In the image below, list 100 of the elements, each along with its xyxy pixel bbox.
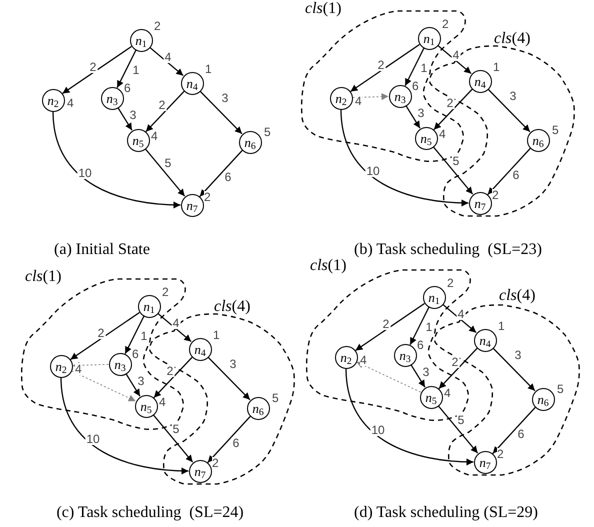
edge-label: 3 <box>514 349 522 361</box>
arrow <box>352 93 389 100</box>
edge-label: 4 <box>452 49 460 61</box>
edge-label: 4 <box>172 317 180 329</box>
edge-label: 5 <box>164 157 172 169</box>
edge-label: 10 <box>85 433 101 445</box>
arrow <box>340 109 469 206</box>
arrow <box>345 368 474 466</box>
edge-label: 6 <box>512 169 520 181</box>
weight-label: 2 <box>154 20 161 32</box>
node-name: n$_{7}$ <box>194 464 206 478</box>
node-name: n$_{3}$ <box>106 92 118 104</box>
edge-label: 6 <box>516 428 526 440</box>
edge-label: 10 <box>370 424 386 436</box>
edge-label: 3 <box>228 358 238 370</box>
panel-caption: (b) Task scheduling (SL=23) <box>354 242 542 258</box>
node-name: n$_{1}$ <box>135 34 147 46</box>
weight-label: 4 <box>67 97 74 109</box>
node-name: n$_{3}$ <box>394 90 406 102</box>
weight-label: 4 <box>444 387 451 399</box>
arrow <box>72 362 109 369</box>
arrow <box>438 348 478 390</box>
arrow <box>433 88 473 130</box>
arrow <box>404 48 424 86</box>
node-name: n$_{7}$ <box>186 198 198 212</box>
arrow <box>207 416 251 463</box>
edge-label: 5 <box>172 423 180 435</box>
weight-label: 4 <box>355 95 362 107</box>
weight-label: 1 <box>493 61 500 73</box>
arrow <box>199 150 243 197</box>
arrow <box>355 302 425 352</box>
edge-label: 3 <box>220 92 230 104</box>
edge-label: 4 <box>164 51 172 63</box>
edge-label: 3 <box>136 375 146 387</box>
node-name: n$_{4}$ <box>474 74 486 88</box>
node-name: n$_{3}$ <box>399 348 411 362</box>
edge-label: 2 <box>382 318 390 330</box>
cluster-label: cls(4) <box>499 288 536 304</box>
arrow <box>437 44 472 74</box>
node-name: n$_{2}$ <box>340 350 352 364</box>
node-name: n$_{1}$ <box>423 32 435 44</box>
node-name: n$_{6}$ <box>537 392 549 406</box>
cluster-label: cls(1) <box>25 269 62 285</box>
edge-label: 2 <box>450 356 460 368</box>
node-name: n$_{1}$ <box>428 290 440 304</box>
arrow <box>153 356 193 398</box>
arrow <box>157 312 192 342</box>
arrow <box>488 88 530 132</box>
node-name: n$_{4}$ <box>194 342 206 356</box>
arrow <box>144 148 186 197</box>
weight-label: 6 <box>124 82 131 94</box>
weight-label: 5 <box>557 383 564 395</box>
weight-label: 4 <box>360 354 367 366</box>
arrow <box>200 90 242 134</box>
node-name: n$_{7}$ <box>479 456 491 468</box>
node-name: n$_{2}$ <box>47 94 59 106</box>
arrow <box>126 373 140 397</box>
node-name: n$_{5}$ <box>132 134 144 146</box>
node-name: n$_{4}$ <box>186 76 198 90</box>
node-name: n$_{6}$ <box>532 134 544 146</box>
edge-label: 3 <box>508 90 518 102</box>
weight-label: 1 <box>213 329 220 341</box>
arrow <box>350 44 420 92</box>
node-name: n$_{6}$ <box>244 136 256 148</box>
cluster-label: cls(4) <box>494 31 530 47</box>
cluster-label: cls(1) <box>310 258 346 274</box>
arrow <box>60 377 189 474</box>
edge-label: 5 <box>456 414 466 426</box>
arrow <box>438 405 478 454</box>
arrow <box>410 307 430 345</box>
node-name: n$_{1}$ <box>143 300 155 312</box>
node-name: n$_{3}$ <box>114 358 126 370</box>
weight-label: 4 <box>439 128 446 140</box>
node-name: n$_{5}$ <box>140 400 152 412</box>
weight-label: 2 <box>497 448 504 460</box>
node-name: n$_{6}$ <box>252 402 264 414</box>
node-name: n$_{5}$ <box>420 132 432 144</box>
arrow <box>70 312 140 360</box>
arrow <box>492 407 536 454</box>
edge-label: 5 <box>452 155 460 167</box>
weight-label: 4 <box>159 396 166 408</box>
weight-label: 4 <box>151 130 158 142</box>
edge-label: 1 <box>140 330 148 342</box>
panel-caption: (d) Task scheduling (SL=29) <box>354 505 538 521</box>
node-name: n$_{2}$ <box>335 92 347 104</box>
weight-label: 2 <box>162 286 169 298</box>
arrow <box>124 316 144 354</box>
arrow <box>487 148 531 195</box>
edge-label: 1 <box>420 62 428 74</box>
edge-label: 2 <box>88 61 98 73</box>
weight-label: 2 <box>204 191 211 203</box>
node-name: n$_{4}$ <box>479 334 491 346</box>
weight-label: 5 <box>272 392 279 404</box>
edge-label: 3 <box>128 109 138 121</box>
edge-label: 2 <box>158 99 166 111</box>
weight-label: 2 <box>447 277 454 289</box>
panel-caption: (a) Initial State <box>54 242 150 258</box>
weight-label: 6 <box>412 80 419 92</box>
weight-label: 4 <box>75 363 82 375</box>
cluster-label: cls(4) <box>214 299 250 315</box>
